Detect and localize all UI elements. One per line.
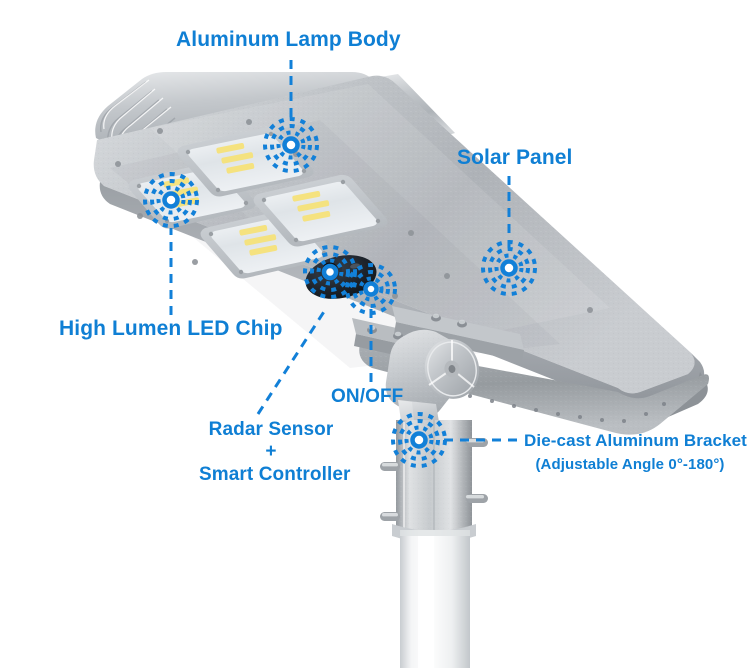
callout-label-die-cast-aluminum-bracket: Die-cast Aluminum Bracket	[524, 431, 747, 450]
marker-lamp-body	[263, 117, 319, 173]
callout-label-solar-panel: Solar Panel	[457, 146, 573, 169]
callout-label-aluminum-lamp-body: Aluminum Lamp Body	[176, 28, 401, 51]
led-module-4	[253, 174, 388, 247]
callout-markers	[143, 117, 537, 468]
leader-radar-sensor	[256, 306, 329, 415]
light-pole	[400, 530, 470, 668]
clamp-bolts	[380, 438, 488, 521]
marker-solar-panel	[481, 240, 537, 296]
callout-label-on-off: ON/OFF	[331, 386, 404, 407]
radar-label-line-1: Radar Sensor	[208, 419, 334, 440]
callout-label-adjustable-angle: (Adjustable Angle 0°-180°)	[535, 456, 725, 473]
marker-bracket	[391, 412, 447, 468]
marker-radar-sensor	[303, 245, 357, 299]
radar-label-line-3: Smart Controller	[199, 463, 351, 485]
callout-label-radar-sensor: Radar Sensor + Smart Controller	[199, 419, 351, 486]
underside-screws	[468, 394, 666, 423]
housing-screws	[115, 119, 593, 313]
pole-clamp	[380, 420, 488, 543]
marker-on-off	[345, 263, 397, 315]
callout-leader-lines	[169, 60, 517, 442]
radar-label-plus-sign: +	[265, 441, 277, 463]
callout-label-high-lumen-led-chip: High Lumen LED Chip	[59, 317, 283, 340]
bracket-hinge-joint	[424, 339, 480, 399]
marker-led-chip	[143, 172, 199, 228]
